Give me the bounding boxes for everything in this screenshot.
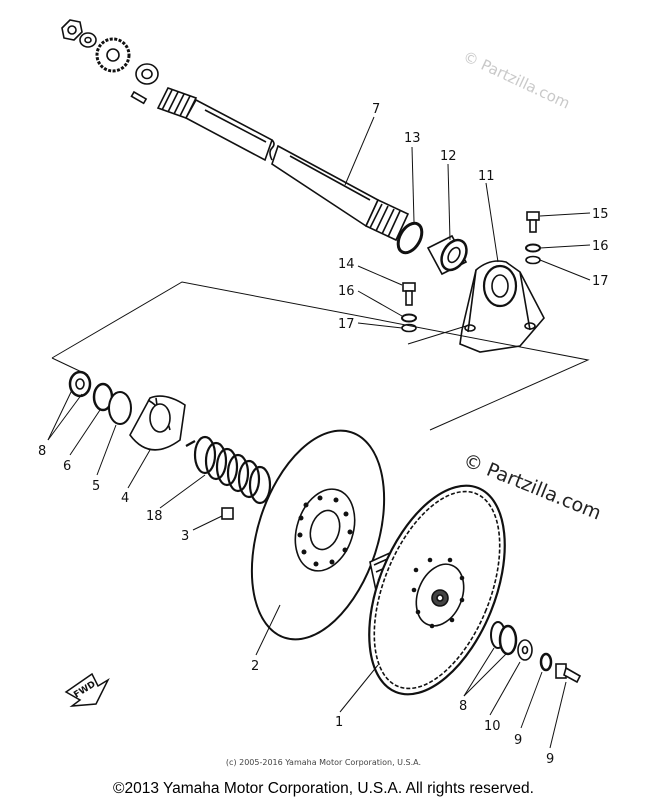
footer-copyright: ©2013 Yamaha Motor Corporation, U.S.A. A… xyxy=(113,780,534,797)
callout-15-left: 14 xyxy=(338,257,355,272)
callout-17-right: 17 xyxy=(592,274,609,289)
bearing-housing-part xyxy=(459,260,545,353)
callout-7: 7 xyxy=(372,102,380,117)
callout-17-left: 17 xyxy=(338,317,355,332)
spring-part xyxy=(185,435,272,505)
callout-18: 18 xyxy=(146,509,163,524)
callout-15-right: 15 xyxy=(592,207,609,222)
callout-6: 6 xyxy=(63,459,71,474)
callout-8-left: 8 xyxy=(38,444,46,459)
callout-11: 10 xyxy=(484,719,501,734)
fwd-arrow-icon: FWD xyxy=(64,672,110,707)
lock-washer-part xyxy=(539,652,553,672)
callout-16-left: 16 xyxy=(338,284,355,299)
callout-3: 3 xyxy=(181,529,189,544)
nut-part xyxy=(61,19,83,41)
nut-3-part xyxy=(221,507,234,520)
washer-11-part xyxy=(517,639,533,661)
callout-14: 13 xyxy=(404,131,421,146)
bearing-13-part xyxy=(426,234,468,276)
upper-shaft-assembly xyxy=(61,19,545,353)
secondary-shaft xyxy=(184,98,273,162)
washer-8-part xyxy=(68,370,92,398)
callout-8-right: 8 xyxy=(459,699,467,714)
callout-5: 5 xyxy=(92,479,100,494)
sprocket-part xyxy=(95,37,131,73)
callout-12: 11 xyxy=(478,169,495,184)
callout-13: 12 xyxy=(440,149,457,164)
callout-2: 2 xyxy=(251,659,259,674)
ring-5-part xyxy=(108,391,132,425)
bolt-right-part xyxy=(526,211,540,233)
watermark-top: © Partzilla.com xyxy=(460,47,573,112)
bearing-part xyxy=(135,63,159,85)
bolt-9-part xyxy=(555,663,582,684)
callout-10: 9 xyxy=(514,733,522,748)
callout-1: 1 xyxy=(335,715,343,730)
callout-16-right: 16 xyxy=(592,239,609,254)
circlip-part xyxy=(396,221,424,255)
leader-lines xyxy=(47,116,591,749)
pulley-assembly xyxy=(68,370,582,696)
callouts: 7 13 12 11 15 16 17 14 16 17 8 6 5 4 18 … xyxy=(38,102,609,767)
callout-4: 4 xyxy=(121,491,129,506)
diagram-copyright: (c) 2005-2016 Yamaha Motor Corporation, … xyxy=(225,758,422,767)
sheave-1-part xyxy=(368,484,506,696)
sheave-2-part xyxy=(250,429,386,641)
callout-9: 9 xyxy=(546,752,554,767)
bolt-left-part xyxy=(402,282,416,306)
cam-4-part xyxy=(129,395,186,451)
washer-part xyxy=(79,32,97,48)
